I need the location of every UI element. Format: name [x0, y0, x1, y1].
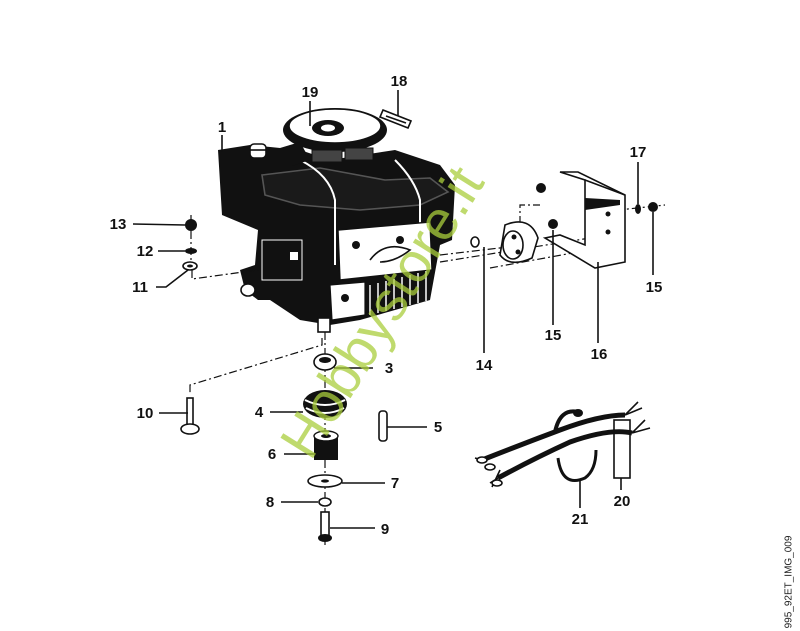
- part-label-20: 20: [614, 493, 631, 510]
- part-label-15-left: 15: [545, 327, 562, 344]
- bracket-assembly: [439, 171, 666, 269]
- image-code: 995_92ET_IMG_009: [783, 535, 795, 629]
- part-label-8: 8: [266, 494, 274, 511]
- engine-block: [218, 145, 455, 333]
- part-label-19: 19: [302, 84, 319, 101]
- oil-cap: [249, 143, 267, 159]
- leader-lines: [132, 90, 654, 529]
- wire-harness: [474, 401, 651, 488]
- part-label-4: 4: [255, 404, 264, 421]
- part-label-21: 21: [572, 511, 589, 528]
- part-label-12: 12: [137, 243, 154, 260]
- part-label-13: 13: [110, 216, 127, 233]
- bolt-10: [180, 338, 323, 435]
- part-label-11: 11: [132, 279, 148, 296]
- part-label-15-right: 15: [646, 279, 663, 296]
- part-label-16: 16: [591, 346, 608, 363]
- part-label-9: 9: [381, 521, 389, 538]
- part-label-6: 6: [268, 446, 276, 463]
- part-label-14: 14: [476, 357, 493, 374]
- part-label-5: 5: [434, 419, 442, 436]
- part-label-1: 1: [218, 119, 226, 136]
- decal-plate: [378, 108, 413, 130]
- pin-5: [378, 410, 388, 442]
- part-label-17: 17: [630, 144, 647, 161]
- recoil-starter: [280, 108, 387, 166]
- part-label-18: 18: [391, 73, 408, 90]
- left-fasteners: [182, 215, 259, 280]
- part-label-7: 7: [391, 475, 399, 492]
- mount-stack: [303, 332, 347, 545]
- part-label-3: 3: [385, 360, 393, 377]
- part-label-10: 10: [137, 405, 154, 422]
